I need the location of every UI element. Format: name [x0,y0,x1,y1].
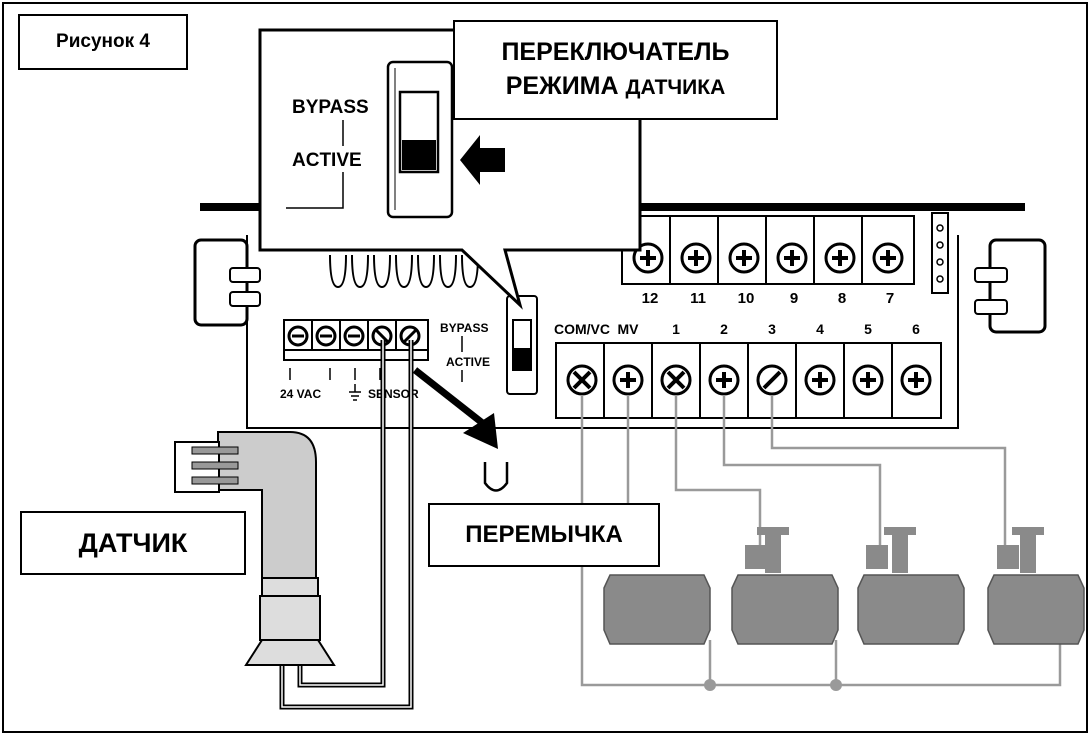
right-hinge [974,238,1047,334]
bottom-terminal-block [555,342,942,419]
sensor-terminal-strip: 24 VAC SENSOR [280,319,429,401]
small-bypass-label: BYPASS [440,321,488,335]
sensor-device [174,431,336,666]
small-active-label: ACTIVE [446,355,490,369]
left-hinge [193,238,261,327]
sensor-mode-switch-small: BYPASS ACTIVE [440,295,538,395]
jumper-arrow [412,367,498,449]
switch-callout-mode-word: РЕЖИМА [505,72,619,100]
zoom-bypass-label: BYPASS [292,97,369,118]
terminal-12-label: 12 [642,290,659,307]
cabinet-body [246,235,959,429]
wire-junction-1 [704,679,716,691]
switch-callout-sensor-word: ДАТЧИКА [625,76,726,99]
terminal-5-label: 5 [864,321,872,337]
terminal-2-label: 2 [720,321,728,337]
jumper-shape [483,462,509,492]
terminal-7-label: 7 [886,290,894,307]
switch-callout-line1: ПЕРЕКЛЮЧАТЕЛЬ [501,38,730,67]
terminal-mv-label: MV [618,321,640,337]
terminal-6-label: 6 [912,321,920,337]
terminal-1-label: 1 [672,321,680,337]
figure-number-label: Рисунок 4 [18,14,188,70]
zoom-active-label: ACTIVE [292,150,362,171]
valve-3 [857,527,965,645]
terminal-3-label: 3 [768,321,776,337]
indicator-strip [931,212,949,294]
power-24vac-label: 24 VAC [280,387,321,401]
wire-junction-2 [830,679,842,691]
top-terminal-block: 12 11 10 9 8 7 [621,215,915,307]
jumper-callout: ПЕРЕМЫЧКА [428,503,660,567]
terminal-10-label: 10 [738,290,755,307]
valve-1 [603,574,711,645]
arrow-left-icon [460,135,505,185]
terminal-4-label: 4 [816,321,824,337]
terminal-9-label: 9 [790,290,798,307]
valve-2 [731,527,839,645]
sensor-callout: ДАТЧИК [20,511,246,575]
bottom-screw-row [566,364,932,396]
terminal-com-label: COM/VC [554,321,610,337]
ribbed-connector [329,254,479,289]
terminal-11-label: 11 [690,290,706,307]
top-screw-row [632,242,904,274]
valve-4 [987,527,1085,645]
switch-callout-line2: РЕЖИМА ДАТЧИКА [506,70,726,104]
sensor-mode-switch-callout: ПЕРЕКЛЮЧАТЕЛЬ РЕЖИМА ДАТЧИКА [453,20,778,120]
terminal-8-label: 8 [838,290,846,307]
